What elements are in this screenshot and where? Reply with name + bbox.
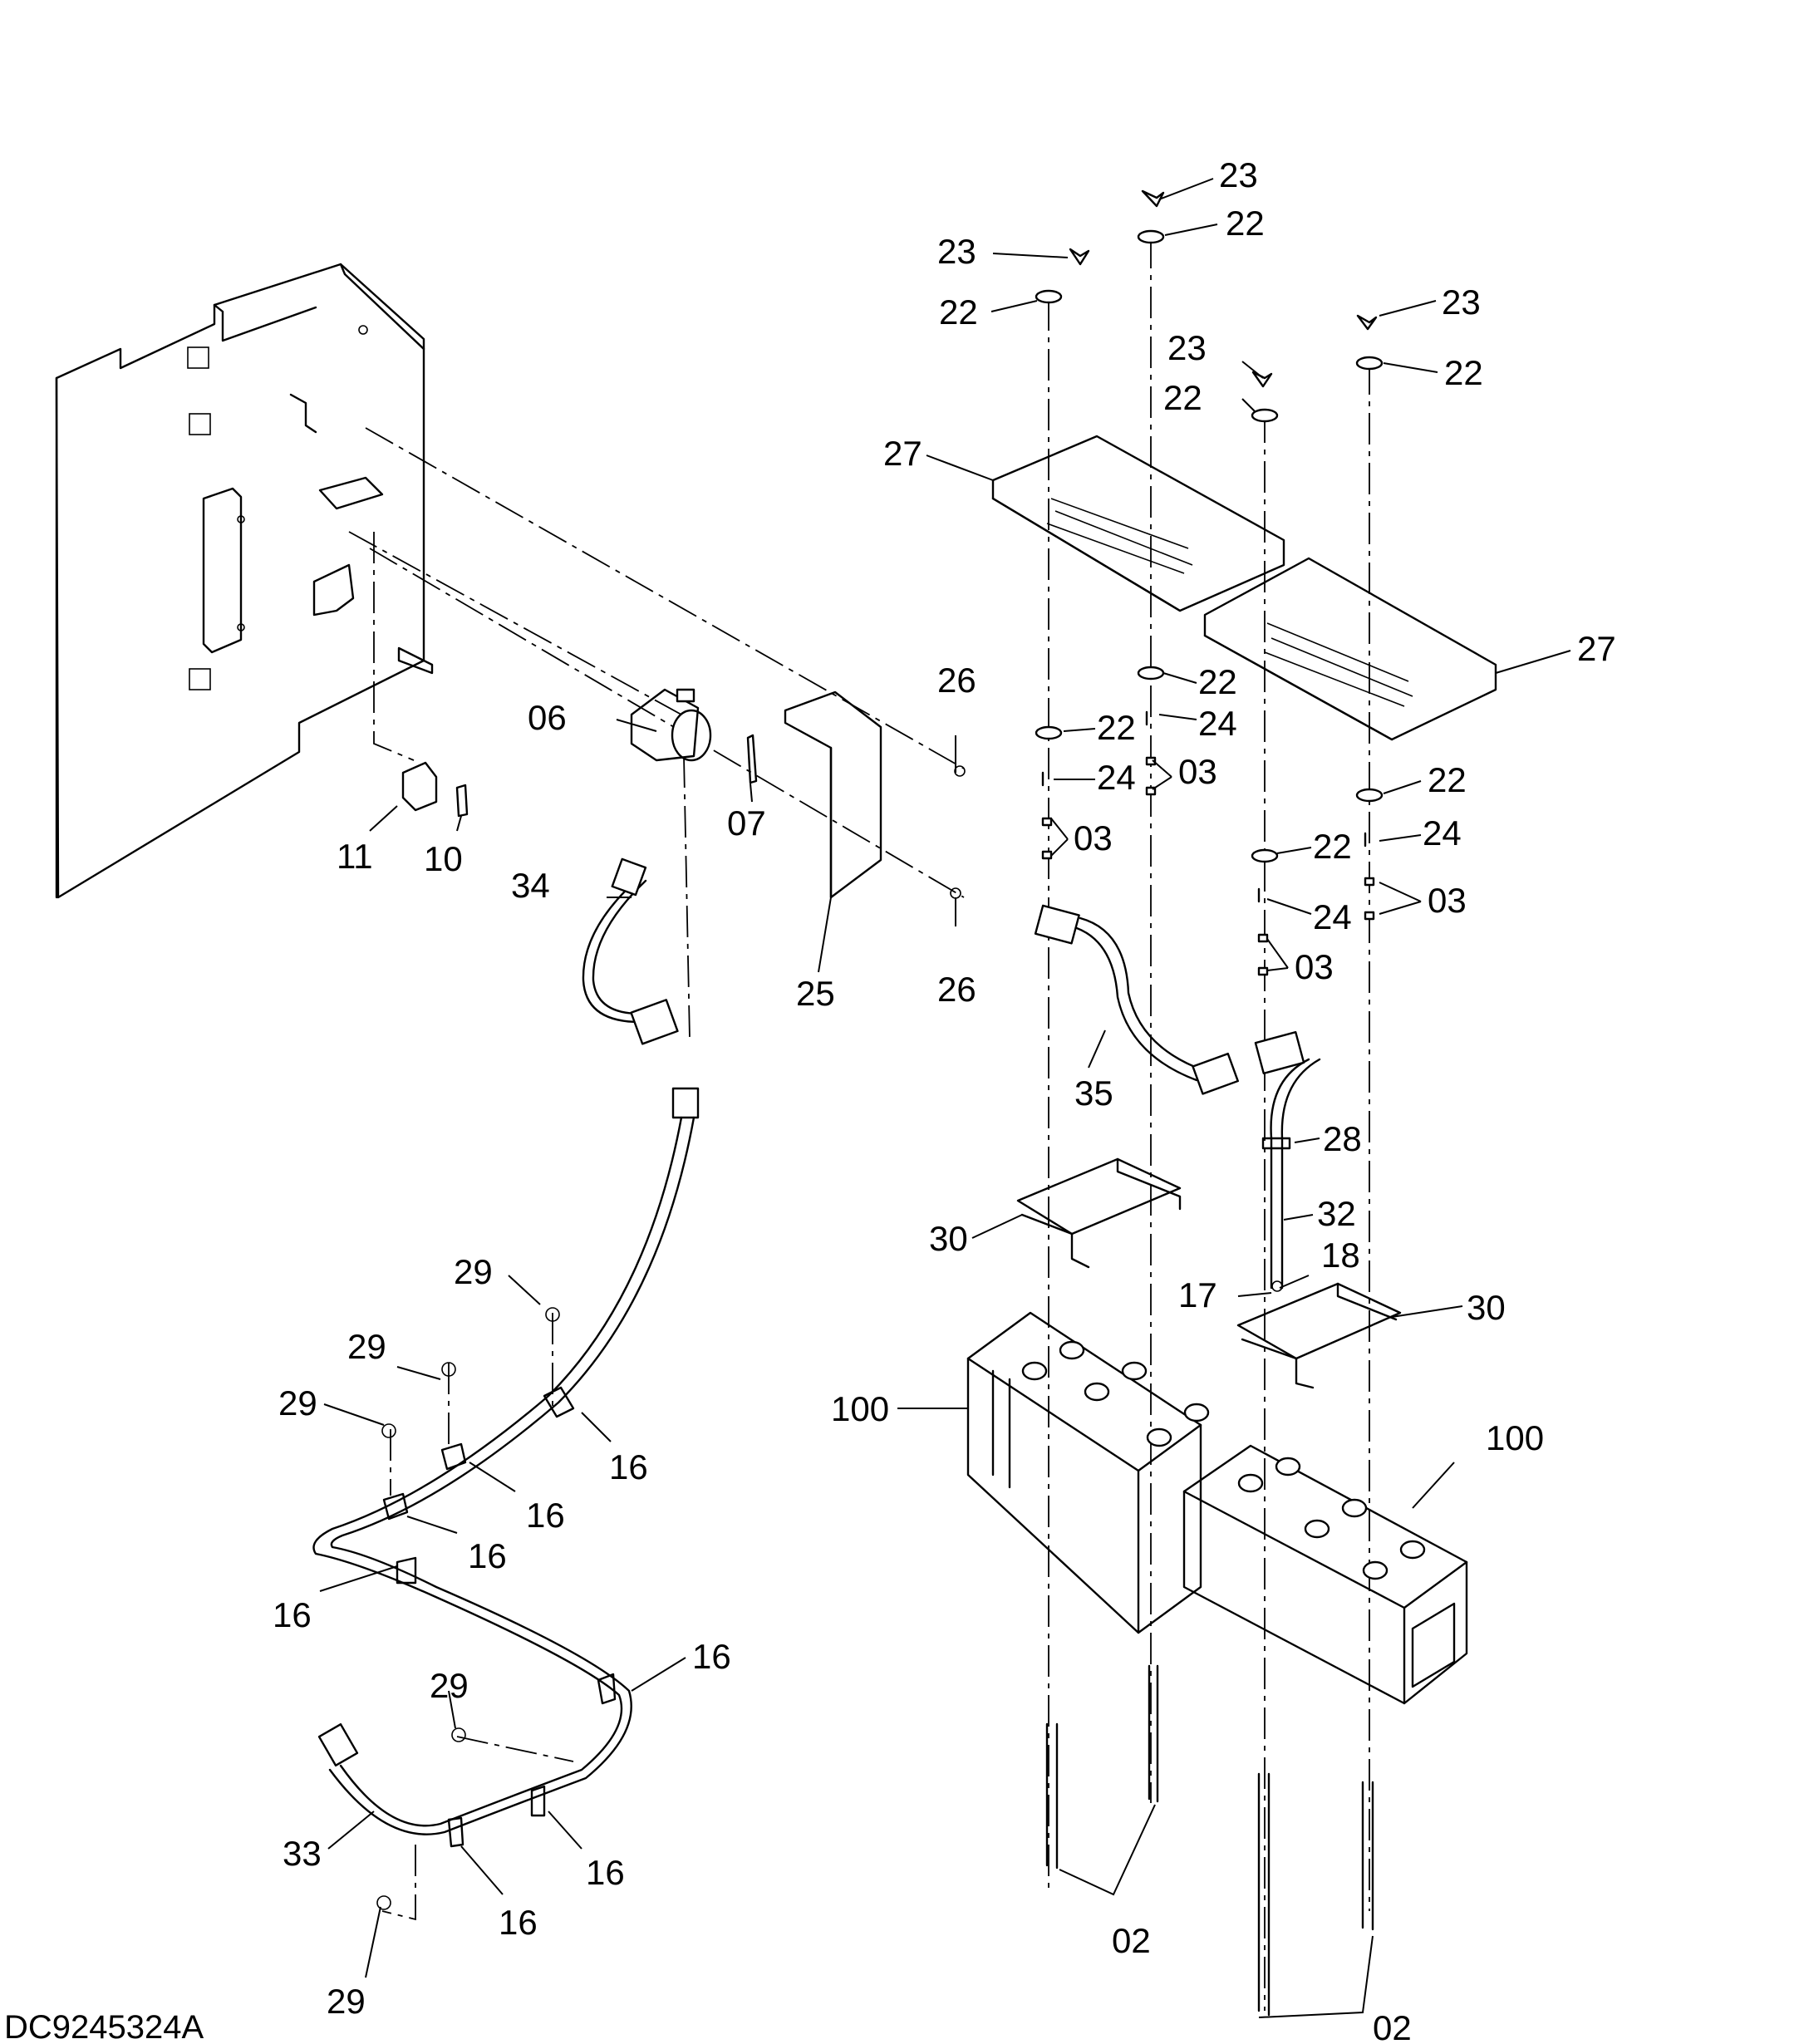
battery-relay-06 [630,688,712,762]
cable-34 [582,857,679,1045]
top-plate-27 [991,435,1497,741]
label-16: 16 [499,1903,538,1942]
label-16: 16 [468,1536,507,1575]
label-10: 10 [424,839,463,878]
label-34: 34 [511,866,550,905]
label-23: 23 [1442,283,1481,322]
assembly-lines [348,237,1370,2011]
label-24: 24 [1097,758,1136,797]
label-26: 26 [937,970,976,1009]
label-22: 22 [1428,760,1467,799]
label-23: 23 [1167,328,1207,367]
bolt-29 [376,1307,560,1910]
mounting-panel [55,263,434,899]
label-29: 29 [327,1982,366,2021]
label-25: 25 [796,974,835,1013]
cover-25 [784,690,882,899]
label-28: 28 [1323,1119,1362,1158]
label-30: 30 [929,1219,968,1258]
label-24: 24 [1313,897,1352,936]
cable-35 [1034,904,1239,1095]
harness-33 [312,1087,700,1835]
label-22: 22 [939,292,978,332]
label-03: 03 [1074,818,1113,857]
leader-lines [319,178,1571,2018]
label-100: 100 [1486,1418,1544,1457]
label-100: 100 [831,1389,889,1428]
label-22: 22 [1163,378,1202,417]
label-23: 23 [937,232,976,271]
label-29: 29 [347,1327,386,1366]
battery-holder-30 [1016,1157,1402,1389]
label-24: 24 [1198,704,1237,743]
bracket-11 [401,761,469,818]
label-22: 22 [1226,204,1265,243]
label-16: 16 [526,1496,565,1535]
label-32: 32 [1317,1194,1356,1233]
clamp-16 [382,1386,617,1848]
label-29: 29 [454,1252,493,1291]
label-27: 27 [1577,629,1616,668]
label-02: 02 [1112,1921,1151,1960]
label-29: 29 [278,1383,317,1422]
label-16: 16 [586,1853,625,1892]
label-03: 03 [1295,947,1334,986]
label-16: 16 [692,1637,731,1676]
label-06: 06 [528,698,567,737]
label-22: 22 [1198,662,1237,701]
label-16: 16 [609,1447,648,1486]
battery-100 [966,1311,1468,1705]
label-22: 22 [1444,353,1483,392]
label-18: 18 [1321,1236,1360,1275]
label-33: 33 [283,1834,322,1873]
label-24: 24 [1423,813,1462,852]
label-30: 30 [1467,1288,1506,1327]
label-22: 22 [1097,708,1136,747]
part-labels: 23 22 23 22 23 22 23 22 27 27 22 24 03 2… [273,155,1616,2044]
label-23: 23 [1219,155,1258,194]
wing-nut-23 [1069,189,1378,388]
cable-32 [1254,1030,1321,1292]
label-02: 02 [1373,2008,1412,2044]
washer-22 [1035,229,1384,863]
bolt-07 [746,734,758,784]
rod-02 [1045,1664,1374,2017]
label-22: 22 [1313,827,1352,866]
label-03: 03 [1178,752,1217,791]
label-35: 35 [1074,1074,1113,1113]
screw-26 [950,765,966,899]
drawing-code: DC9245324A [4,2009,204,2044]
label-07: 07 [727,803,766,843]
label-11: 11 [337,837,373,876]
label-03: 03 [1428,881,1467,920]
label-26: 26 [937,661,976,700]
label-27: 27 [883,434,922,473]
label-17: 17 [1178,1275,1217,1314]
label-16: 16 [273,1595,312,1634]
label-29: 29 [430,1666,469,1705]
